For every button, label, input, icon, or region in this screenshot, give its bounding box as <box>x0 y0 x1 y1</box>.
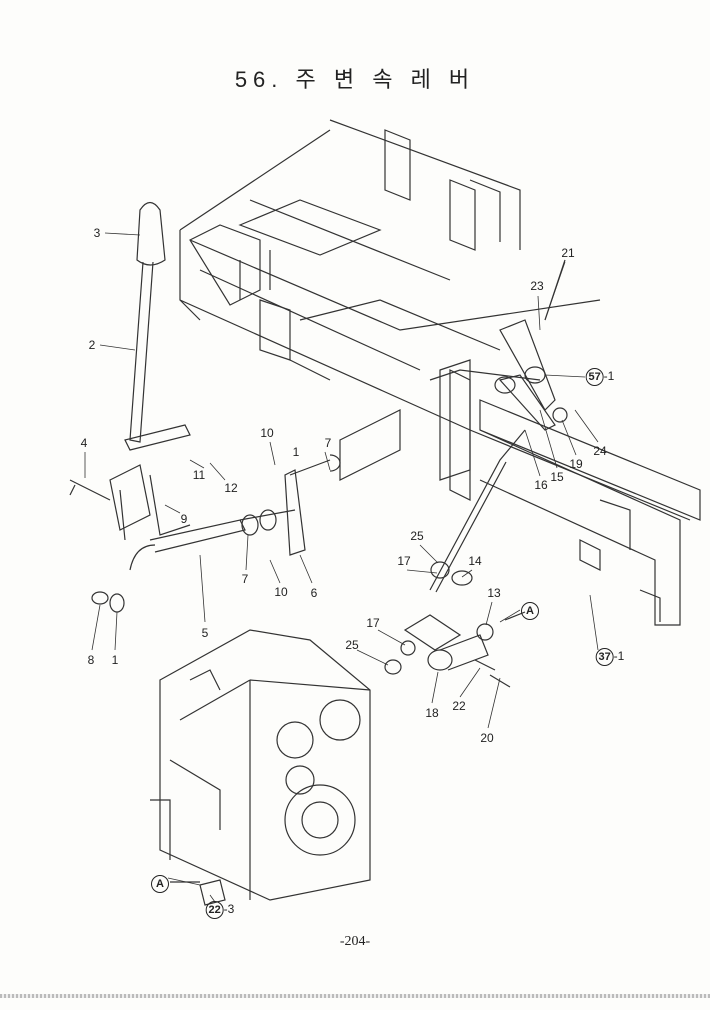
circled-ref: 57 <box>585 368 604 386</box>
scan-edge <box>0 994 710 998</box>
lower-parts <box>384 561 526 688</box>
callout-37-1: 37-1 <box>595 648 625 666</box>
callout-17: 17 <box>397 554 411 568</box>
callout-9: 9 <box>180 512 188 526</box>
transmission-case <box>150 629 371 906</box>
callout-7: 7 <box>241 572 249 586</box>
callout-21: 21 <box>561 246 575 260</box>
page-number: -204- <box>339 934 371 949</box>
callout-14: 14 <box>468 554 482 568</box>
page-title: 56. 주 변 속 레 버 <box>234 67 476 92</box>
callout-1: 1 <box>292 445 300 459</box>
callout-7: 7 <box>324 436 332 450</box>
callout-17: 17 <box>366 616 380 630</box>
frame-structure <box>179 119 701 626</box>
callout-5: 5 <box>201 626 209 640</box>
ref-suffix: -1 <box>613 649 625 663</box>
circled-ref: A <box>521 602 539 620</box>
callout-23: 23 <box>530 279 544 293</box>
callout-6: 6 <box>310 586 318 600</box>
callout-22-3: 22-3 <box>205 901 235 919</box>
callout-19: 19 <box>569 457 583 471</box>
main-shift-lever <box>69 201 341 613</box>
callout-10: 10 <box>274 585 288 599</box>
linkage-rod <box>429 259 568 593</box>
callout-11: 11 <box>192 468 206 482</box>
circled-ref: 22 <box>205 901 224 919</box>
callout-57-1: 57-1 <box>585 368 615 386</box>
callout-1: 1 <box>111 653 119 667</box>
ref-suffix: -1 <box>603 369 615 383</box>
callout-12: 12 <box>224 481 238 495</box>
callout-16: 16 <box>534 478 548 492</box>
callout-10: 10 <box>260 426 274 440</box>
circled-ref: 37 <box>595 648 614 666</box>
callout-13: 13 <box>487 586 501 600</box>
callout-24: 24 <box>593 444 607 458</box>
callout-A: A <box>521 602 539 620</box>
callout-25: 25 <box>410 529 424 543</box>
leader-lines <box>84 232 599 903</box>
callout-2: 2 <box>88 338 96 352</box>
callout-22: 22 <box>452 699 466 713</box>
callout-15: 15 <box>550 470 564 484</box>
circled-ref: A <box>151 875 169 893</box>
callout-20: 20 <box>480 731 494 745</box>
ref-suffix: -3 <box>223 902 235 916</box>
callout-4: 4 <box>80 436 88 450</box>
callout-25: 25 <box>345 638 359 652</box>
callout-A: A <box>151 875 169 893</box>
callout-3: 3 <box>93 226 101 240</box>
callout-8: 8 <box>87 653 95 667</box>
callout-18: 18 <box>425 706 439 720</box>
